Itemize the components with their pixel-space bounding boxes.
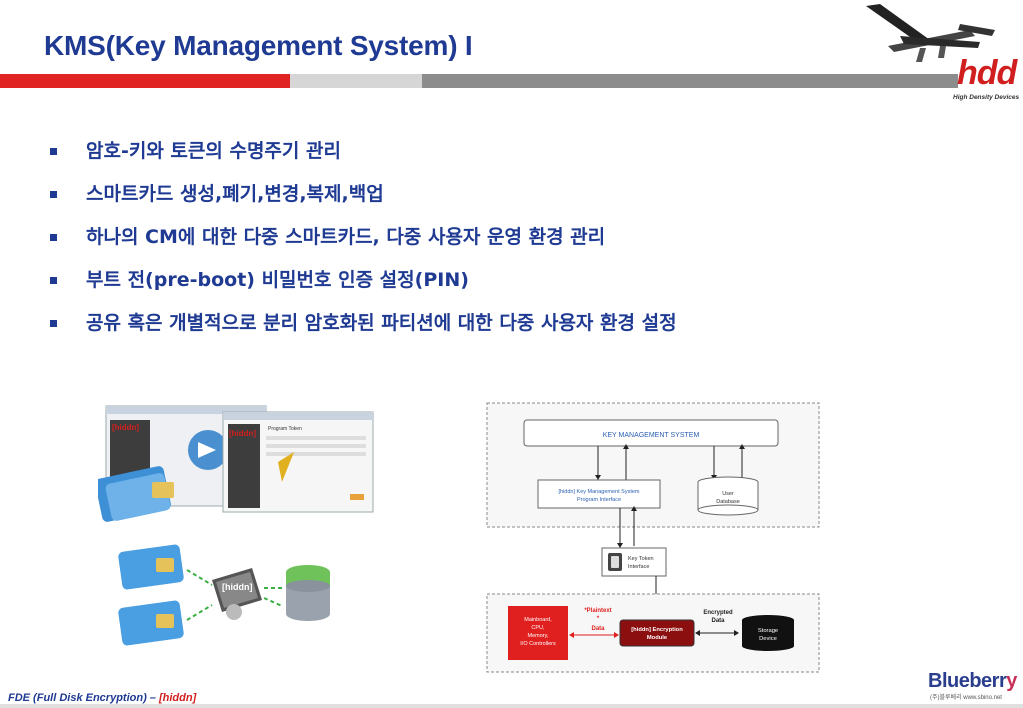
bullet-item: 부트 전(pre-boot) 비밀번호 인증 설정(PIN)	[50, 265, 677, 308]
storage-line1: Storage	[758, 628, 778, 634]
program-interface-line1: [hiddn] Key Management System	[558, 489, 639, 495]
bullet-text: 암호-키와 토큰의 수명주기 관리	[86, 140, 341, 162]
drone-icon	[866, 4, 995, 62]
mainboard-line1: Mainboard,	[524, 617, 552, 623]
kms-architecture-diagram: KEY MANAGEMENT SYSTEM [hiddn] Key Manage…	[486, 402, 820, 673]
encrypted-line1: Encrypted	[703, 610, 733, 616]
encrypted-line2: Data	[711, 618, 725, 624]
user-db-line2: Database	[716, 499, 740, 505]
mainboard-line4: I/O Controllers	[520, 641, 556, 647]
bullet-item: 공유 혹은 개별적으로 분리 암호화된 파티션에 대한 다중 사용자 환경 설정	[50, 308, 677, 351]
chip-label: [hiddn]	[222, 582, 253, 592]
kms-box-label: KEY MANAGEMENT SYSTEM	[603, 432, 700, 439]
mainboard-line3: Memory,	[528, 633, 549, 639]
bullet-item: 암호-키와 토큰의 수명주기 관리	[50, 136, 677, 179]
page-title: KMS(Key Management System) I	[44, 30, 473, 61]
bullet-text: 하나의 CM에 대한 다중 스마트카드, 다중 사용자 운영 환경 관리	[86, 226, 606, 248]
header-bar-red	[0, 74, 290, 88]
mainboard-line2: CPU,	[531, 625, 545, 631]
window1-logo: [hiddn]	[112, 423, 139, 432]
window2-title: Program Token	[268, 426, 302, 432]
bullet-square-icon	[50, 191, 57, 198]
window2-logo: [hiddn]	[229, 429, 256, 438]
key-token-line2: Interface	[628, 564, 649, 570]
bullet-square-icon	[50, 277, 57, 284]
bullet-text: 스마트카드 생성,폐기,변경,복제,백업	[86, 183, 384, 205]
footer-prefix: FDE (Full Disk Encryption) –	[8, 692, 159, 704]
plaintext-line2: *	[597, 616, 600, 622]
blueberry-name-main: Blueberr	[928, 670, 1007, 692]
plaintext-line3: Data	[591, 626, 605, 632]
bullet-list: 암호-키와 토큰의 수명주기 관리 스마트카드 생성,폐기,변경,복제,백업 하…	[50, 136, 677, 351]
bullet-text: 부트 전(pre-boot) 비밀번호 인증 설정(PIN)	[86, 269, 469, 291]
bullet-item: 하나의 CM에 대한 다중 스마트카드, 다중 사용자 운영 환경 관리	[50, 222, 677, 265]
bullet-text: 공유 혹은 개별적으로 분리 암호화된 파티션에 대한 다중 사용자 환경 설정	[86, 312, 677, 334]
hdd-logo-text: hdd	[957, 54, 1017, 92]
hdd-logo-tagline: High Density Devices	[953, 94, 1020, 101]
bullet-square-icon	[50, 320, 57, 327]
storage-line2: Device	[759, 636, 777, 642]
drone-logo	[860, 0, 1023, 104]
blueberry-name-end: y	[1006, 670, 1017, 692]
encryption-module-box	[619, 619, 695, 647]
user-db-line1: User	[722, 491, 734, 497]
program-interface-line2: Program Interface	[577, 497, 621, 503]
software-screenshots-image: [hiddn] [hiddn] Program Token	[98, 405, 374, 522]
header-bar-light-gray	[290, 74, 422, 88]
blueberry-logo: Blueberry	[928, 670, 1017, 693]
encryption-line2: Module	[647, 635, 668, 641]
header-bar-dark-gray	[422, 74, 958, 88]
footer-caption: FDE (Full Disk Encryption) – [hiddn]	[8, 692, 196, 704]
bullet-item: 스마트카드 생성,폐기,변경,복제,백업	[50, 179, 677, 222]
bullet-square-icon	[50, 234, 57, 241]
program-interface-box	[537, 479, 661, 509]
blueberry-subtitle: (주)블루베리 www.sbino.net	[930, 695, 1002, 701]
kms-box	[523, 419, 779, 447]
key-token-line1: Key Token	[628, 556, 654, 562]
mainboard-box	[508, 606, 568, 660]
smartcard-chip-database-image: [hiddn]	[118, 544, 330, 646]
footer-highlight: [hiddn]	[158, 692, 197, 704]
encryption-line1: [hiddn] Encryption	[631, 627, 683, 633]
footer-divider	[0, 704, 1023, 708]
plaintext-line1: *Plaintext	[584, 608, 611, 614]
bullet-square-icon	[50, 148, 57, 155]
